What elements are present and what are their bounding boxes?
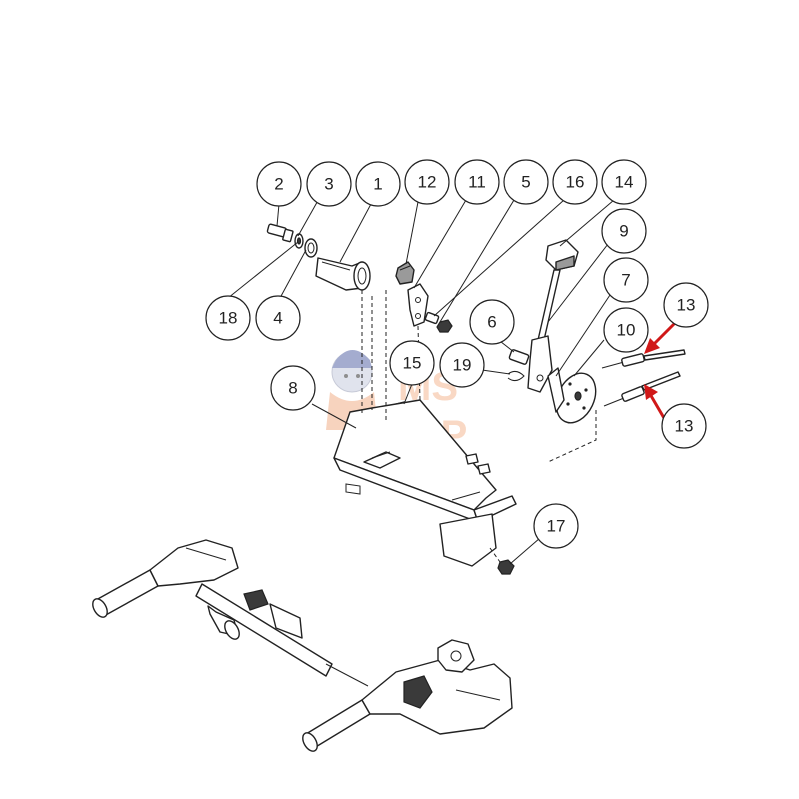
callout-16: 16 bbox=[552, 159, 598, 205]
part-10-plate bbox=[547, 367, 565, 413]
svg-text:4: 4 bbox=[273, 309, 282, 328]
callout-11: 11 bbox=[454, 159, 500, 205]
part-9-lever-rod bbox=[527, 269, 561, 393]
svg-text:5: 5 bbox=[521, 173, 530, 192]
svg-text:11: 11 bbox=[468, 173, 486, 192]
svg-text:15: 15 bbox=[403, 354, 422, 373]
callout-19: 19 bbox=[439, 342, 485, 388]
svg-text:10: 10 bbox=[617, 321, 636, 340]
svg-text:17: 17 bbox=[547, 517, 566, 536]
callout-6: 6 bbox=[469, 299, 515, 345]
callout-8: 8 bbox=[270, 365, 316, 411]
callout-10: 10 bbox=[603, 307, 649, 353]
svg-text:6: 6 bbox=[487, 313, 496, 332]
leader-lines bbox=[227, 196, 615, 565]
part-19-spring-clip bbox=[507, 370, 525, 382]
callout-13-lower: 13 bbox=[661, 403, 707, 449]
svg-text:14: 14 bbox=[615, 173, 634, 192]
svg-text:1: 1 bbox=[373, 175, 382, 194]
part-11-bracket bbox=[407, 283, 429, 327]
part-2-bolt bbox=[266, 223, 294, 243]
svg-text:9: 9 bbox=[619, 222, 628, 241]
highlight-arrows bbox=[644, 316, 682, 419]
svg-text:7: 7 bbox=[621, 271, 630, 290]
callout-14: 14 bbox=[601, 159, 647, 205]
svg-text:13: 13 bbox=[677, 296, 696, 315]
part-1-lever-pivot bbox=[315, 257, 371, 291]
callout-17: 17 bbox=[533, 503, 579, 549]
callout-13-upper: 13 bbox=[663, 282, 709, 328]
callout-4: 4 bbox=[255, 295, 301, 341]
part-8-tray bbox=[333, 399, 517, 567]
callout-18: 18 bbox=[205, 295, 251, 341]
handlebar-assembly bbox=[92, 539, 513, 752]
callout-1: 1 bbox=[355, 161, 401, 207]
svg-text:8: 8 bbox=[288, 379, 297, 398]
svg-text:13: 13 bbox=[675, 417, 694, 436]
callout-5: 5 bbox=[503, 159, 549, 205]
svg-text:18: 18 bbox=[219, 309, 238, 328]
part-3-washer bbox=[294, 233, 304, 249]
svg-text:16: 16 bbox=[566, 173, 585, 192]
callout-7: 7 bbox=[603, 257, 649, 303]
part-4-washer bbox=[304, 238, 318, 258]
callout-12: 12 bbox=[404, 159, 450, 205]
svg-text:12: 12 bbox=[418, 173, 437, 192]
svg-text:3: 3 bbox=[324, 175, 333, 194]
part-12-clip bbox=[395, 261, 415, 285]
svg-text:19: 19 bbox=[453, 356, 472, 375]
part-14-knob bbox=[545, 239, 579, 271]
part-13-cable-lower bbox=[603, 371, 681, 407]
part-13-cable-upper bbox=[601, 349, 686, 369]
part-7-disc bbox=[555, 372, 597, 424]
callout-2: 2 bbox=[256, 161, 302, 207]
callout-9: 9 bbox=[601, 208, 647, 254]
part-5-nut bbox=[436, 319, 453, 333]
part-6-pin bbox=[508, 349, 530, 365]
callout-15: 15 bbox=[389, 340, 435, 386]
svg-text:2: 2 bbox=[274, 175, 283, 194]
callout-3: 3 bbox=[306, 161, 352, 207]
